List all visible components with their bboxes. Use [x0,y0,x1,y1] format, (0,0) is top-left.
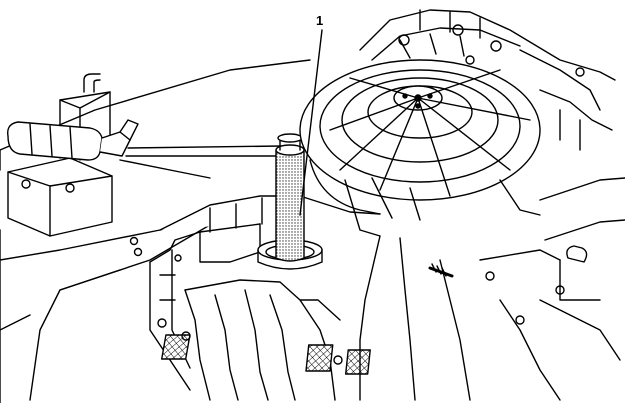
bolt-head-icon [157,318,167,328]
bolt-head-icon [174,254,182,262]
bolt-head-icon [181,331,191,341]
bolt-head-icon [21,179,31,189]
ratchet-wrench [7,119,283,179]
seal-installer-tool [275,133,305,262]
right-side-components [359,177,625,401]
bolt-head-icon [515,315,525,325]
work-stand [0,59,311,404]
engine-block [129,195,565,401]
callout-leader-line [299,29,323,216]
bolt-head-icon [133,247,143,257]
bolt-head-icon [485,271,495,281]
upper-manifold [359,9,616,151]
bolt-head-icon [65,183,75,193]
bolt-head-icon [129,236,139,246]
bolt-head-icon [333,355,343,365]
callout-label-1: 1 [316,13,324,28]
flywheel-cover [299,59,541,237]
